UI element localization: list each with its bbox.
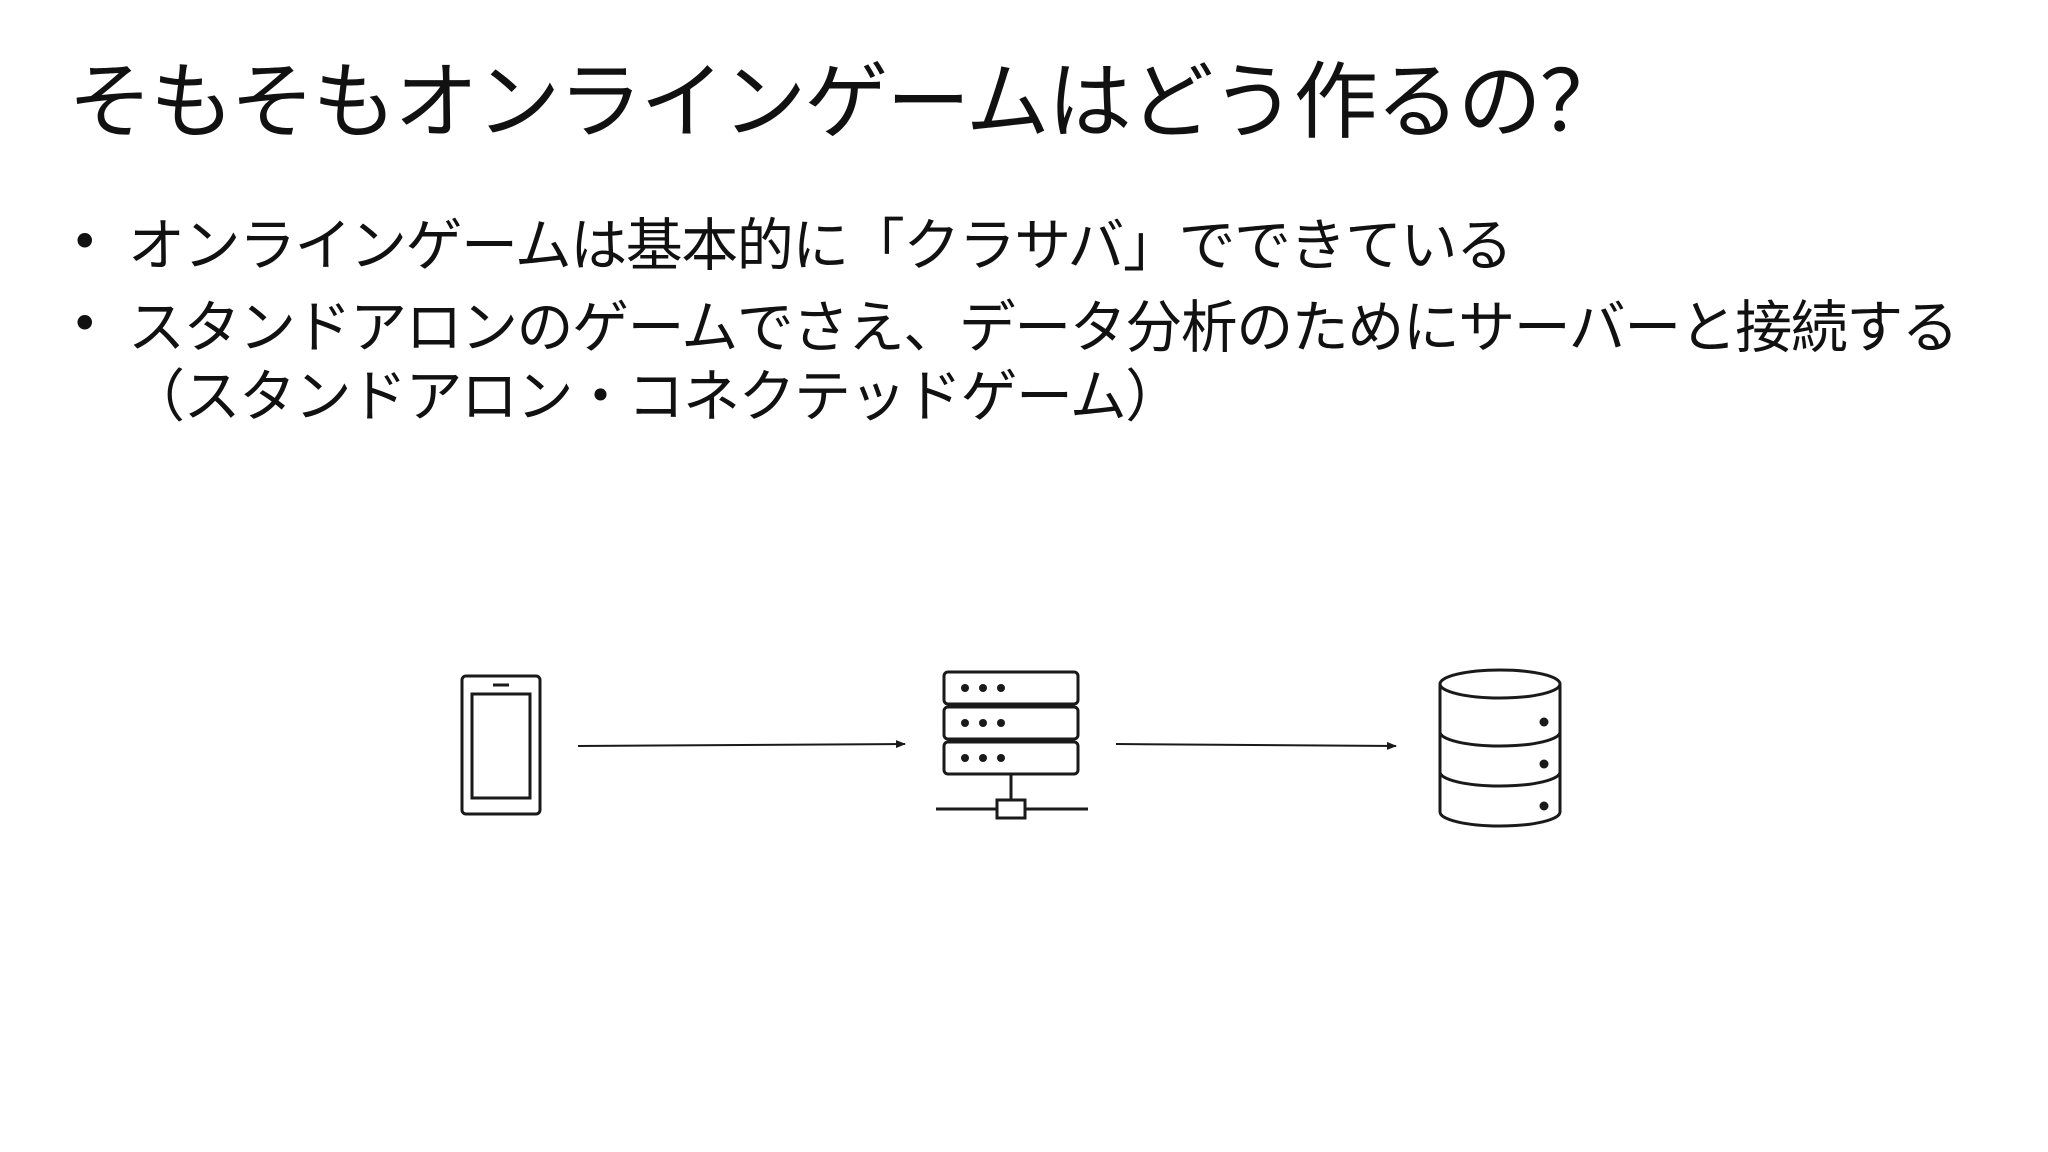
bullet-list: • オンラインゲームは基本的に「クラサバ」でできている • スタンドアロンのゲー… — [70, 212, 1970, 445]
bullet-marker: • — [70, 295, 100, 354]
bullet-subtext: （スタンドアロン・コネクテッドゲーム） — [128, 363, 1182, 430]
bullet-text: オンラインゲームは基本的に「クラサバ」でできている — [128, 213, 1513, 279]
arrow-server-to-database — [1115, 741, 1397, 750]
arrow-client-to-server — [577, 740, 906, 749]
bullet-item: • スタンドアロンのゲームでさえ、データ分析のためにサーバーと接続する （スタン… — [70, 294, 1970, 431]
slide-title: そもそもオンラインゲームはどう作るの？ — [68, 53, 1624, 151]
bullet-item: • オンラインゲームは基本的に「クラサバ」でできている — [70, 212, 1970, 280]
database-icon — [1438, 668, 1562, 828]
server-rack-icon — [936, 670, 1088, 820]
bullet-marker: • — [70, 213, 100, 271]
bullet-text: スタンドアロンのゲームでさえ、データ分析のためにサーバーと接続する — [128, 295, 1959, 362]
smartphone-icon — [460, 674, 542, 816]
